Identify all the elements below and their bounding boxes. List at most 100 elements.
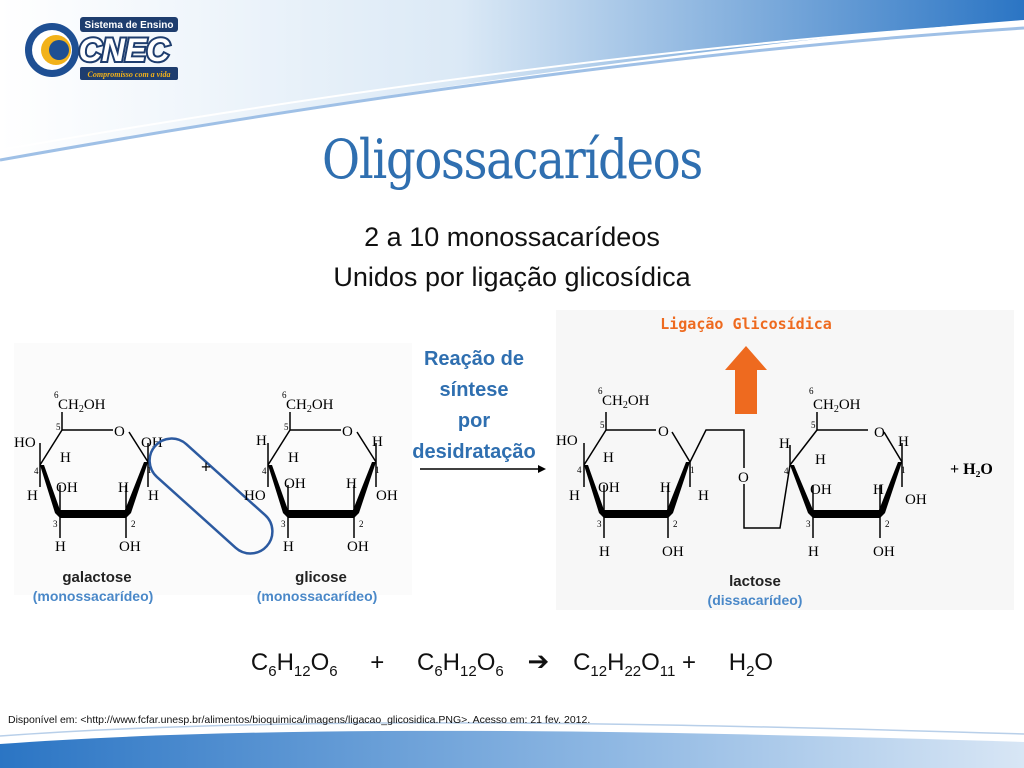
svg-text:OH: OH	[141, 435, 163, 451]
cnec-logo: Sistema de Ensino CNEC Compromisso com a…	[25, 17, 178, 80]
svg-text:4: 4	[577, 465, 582, 475]
svg-text:H: H	[898, 434, 909, 450]
glucose-type-label: (monossacarídeo)	[257, 588, 378, 604]
svg-text:OH: OH	[598, 480, 620, 496]
svg-text:OH: OH	[376, 488, 398, 504]
svg-text:H: H	[118, 480, 129, 496]
svg-text:OH: OH	[810, 482, 832, 498]
plus-sign: +	[201, 457, 211, 477]
svg-text:5: 5	[600, 420, 605, 430]
svg-text:H: H	[148, 488, 159, 504]
formula-lactose: C12H22O11	[573, 649, 676, 680]
glucose-label: glicose	[295, 569, 347, 586]
svg-text:2: 2	[131, 519, 136, 529]
galactose-type-label: (monossacarídeo)	[33, 588, 154, 604]
reaction-label-line-1: Reação de	[423, 348, 525, 370]
svg-text:OH: OH	[905, 492, 927, 508]
formula-galactose: C6H12O6	[250, 649, 338, 680]
reaction-label: Reação de síntese por desidratação	[398, 344, 550, 468]
reaction-label-line-4: desidratação	[412, 441, 536, 463]
svg-text:H: H	[372, 434, 383, 450]
svg-text:3: 3	[806, 519, 811, 529]
svg-text:6: 6	[809, 386, 814, 396]
svg-text:O: O	[658, 424, 669, 440]
formula-glucose: C6H12O6	[416, 649, 504, 680]
svg-text:H: H	[55, 539, 66, 555]
reaction-label-line-3: por	[457, 410, 491, 432]
svg-text:H: H	[603, 450, 614, 466]
svg-text:2: 2	[673, 519, 678, 529]
svg-text:H: H	[346, 476, 357, 492]
reaction-label-line-2: síntese	[439, 379, 509, 401]
glycosidic-bond-diagram: 6 CH2OH 5 O HO H 4 H OH H 1 3 2 H OH OH …	[14, 310, 1014, 610]
svg-text:3: 3	[597, 519, 602, 529]
svg-text:OH: OH	[56, 480, 78, 496]
svg-text:5: 5	[811, 420, 816, 430]
svg-text:OH: OH	[119, 539, 141, 555]
source-citation: Disponível em: <http://www.fcfar.unesp.b…	[8, 714, 591, 726]
svg-text:1: 1	[375, 465, 380, 475]
svg-text:CH2OH: CH2OH	[602, 393, 650, 411]
svg-text:OH: OH	[873, 544, 895, 560]
svg-text:H: H	[779, 436, 790, 452]
svg-text:OH: OH	[347, 539, 369, 555]
svg-text:4: 4	[34, 466, 39, 476]
lactose-type-label: (dissacarídeo)	[708, 592, 803, 608]
logo-brand-text: CNEC	[79, 32, 171, 68]
svg-text:H: H	[569, 488, 580, 504]
svg-text:HO: HO	[244, 488, 266, 504]
glycosidic-bond-label: Ligação Glicosídica	[660, 315, 832, 333]
orange-up-arrow	[725, 346, 767, 414]
slide-title: Oligossacarídeos	[322, 128, 703, 191]
svg-text:HO: HO	[556, 433, 578, 449]
svg-text:6: 6	[282, 390, 287, 400]
svg-text:2: 2	[359, 519, 364, 529]
glucose-structure	[267, 412, 377, 538]
svg-text:3: 3	[281, 519, 286, 529]
svg-text:OH: OH	[662, 544, 684, 560]
svg-text:OH: OH	[284, 476, 306, 492]
svg-text:H: H	[288, 450, 299, 466]
lactose-structure	[583, 412, 903, 538]
svg-text:H: H	[599, 544, 610, 560]
svg-text:H: H	[873, 482, 884, 498]
svg-text:H: H	[815, 452, 826, 468]
svg-text:5: 5	[56, 422, 61, 432]
svg-text:O: O	[114, 424, 125, 440]
bond-highlight-oval	[148, 437, 274, 555]
logo-tagline: Compromisso com a vida	[88, 70, 171, 79]
svg-text:HO: HO	[14, 435, 36, 451]
subtitle-line-1: 2 a 10 monossacarídeos	[364, 222, 660, 252]
galactose-structure	[39, 412, 149, 538]
logo-top-text: Sistema de Ensino	[85, 20, 174, 31]
equation-plus-1: +	[370, 649, 385, 676]
svg-text:CH2OH: CH2OH	[58, 397, 106, 415]
svg-text:H: H	[60, 450, 71, 466]
svg-text:3: 3	[53, 519, 58, 529]
chemical-equation: C6H12O6 + C6H12O6 ➔ C12H22O11 + H2O	[0, 646, 1024, 680]
svg-text:CH2OH: CH2OH	[286, 397, 334, 415]
subtitle-line-2: Unidos por ligação glicosídica	[333, 262, 691, 292]
equation-plus-2: +	[682, 649, 697, 676]
svg-text:6: 6	[54, 390, 59, 400]
svg-text:H: H	[27, 488, 38, 504]
svg-text:H: H	[283, 539, 294, 555]
svg-text:1: 1	[147, 465, 152, 475]
svg-text:1: 1	[901, 465, 906, 475]
svg-text:H: H	[808, 544, 819, 560]
galactose-label: galactose	[62, 569, 131, 586]
equation-arrow-icon: ➔	[527, 646, 550, 676]
water-product: + H₂O	[950, 461, 993, 478]
svg-text:CH2OH: CH2OH	[813, 397, 861, 415]
svg-text:4: 4	[784, 466, 789, 476]
svg-text:2: 2	[885, 519, 890, 529]
svg-text:H: H	[660, 480, 671, 496]
svg-text:O: O	[738, 470, 749, 486]
svg-text:O: O	[874, 425, 885, 441]
svg-text:6: 6	[598, 386, 603, 396]
svg-text:4: 4	[262, 466, 267, 476]
svg-text:O: O	[342, 424, 353, 440]
svg-text:H: H	[698, 488, 709, 504]
svg-text:1: 1	[690, 465, 695, 475]
